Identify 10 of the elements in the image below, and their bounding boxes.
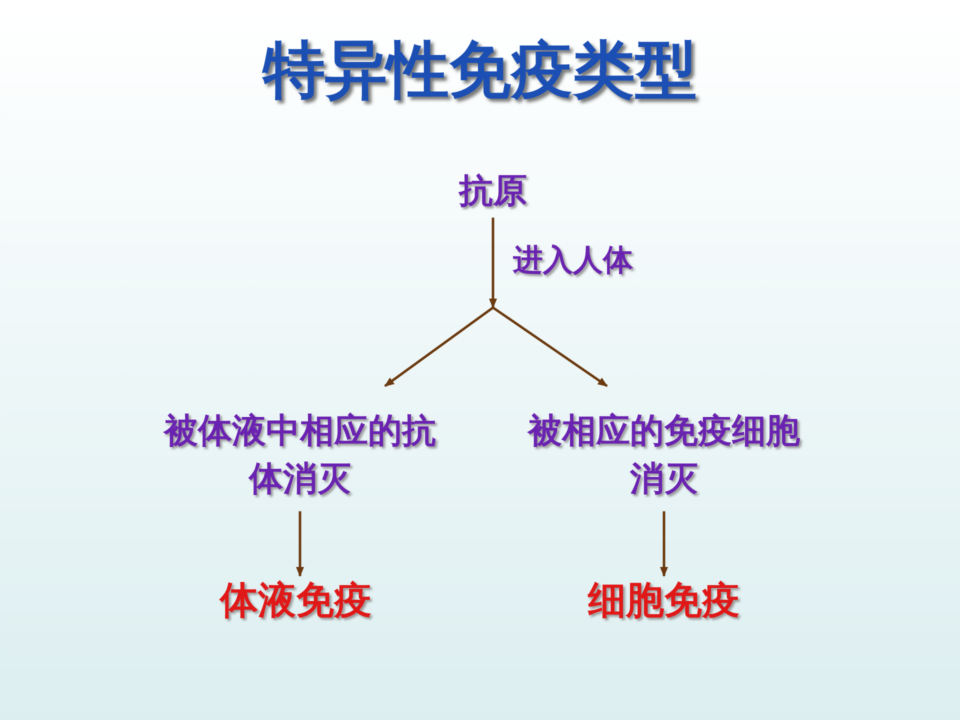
arrow <box>660 511 668 577</box>
result-text: 细胞免疫 <box>554 574 774 628</box>
node-text: 被相应的免疫细胞消灭 <box>524 408 804 504</box>
arrow <box>296 511 304 577</box>
branching-arrow <box>384 218 608 388</box>
result-text: 体液免疫 <box>186 574 406 628</box>
title: 特异性免疫类型 <box>260 32 698 108</box>
node-text: 被体液中相应的抗体消灭 <box>150 408 450 504</box>
node-text: 抗原 <box>433 168 553 216</box>
edge-label: 进入人体 <box>513 242 633 280</box>
